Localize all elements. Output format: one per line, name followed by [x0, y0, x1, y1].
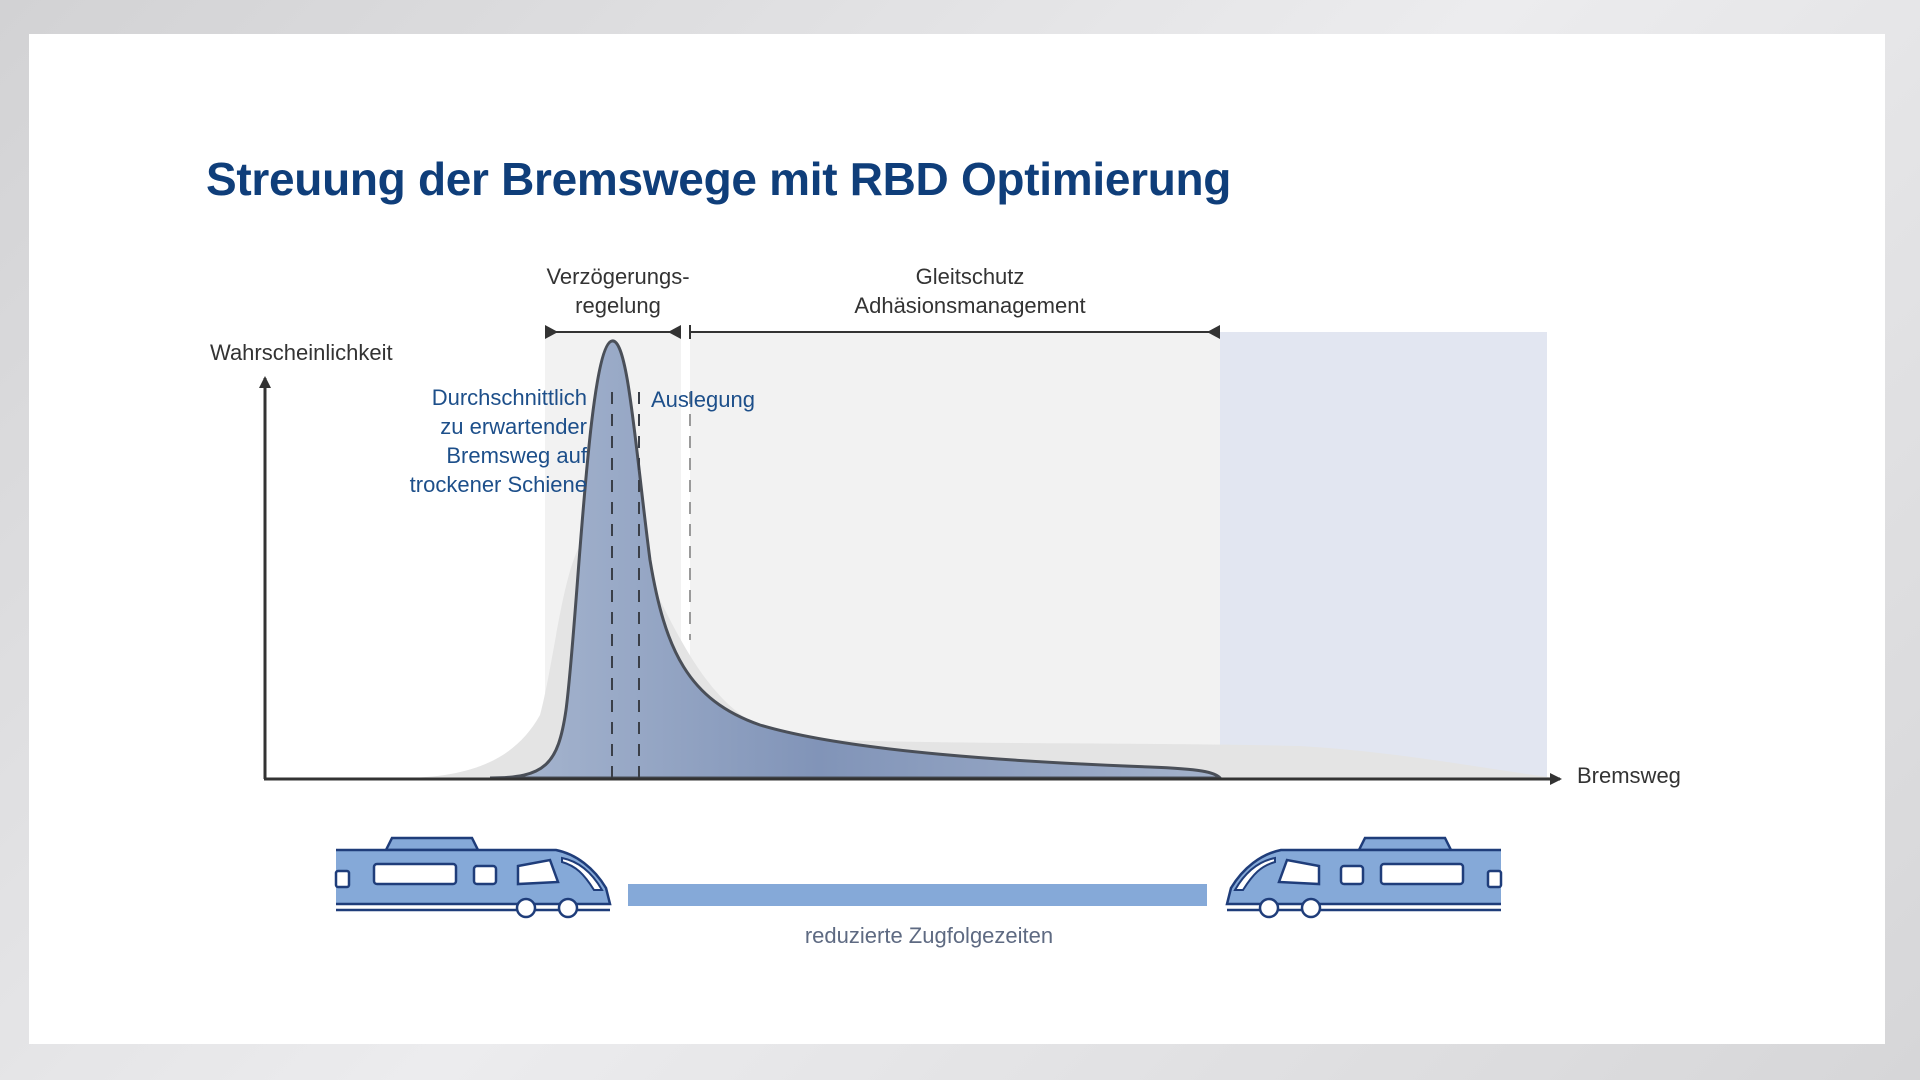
- bracket-arrow-right-2: [1207, 325, 1220, 339]
- zone-wheel-slide-protection: [690, 332, 1220, 779]
- zone-reduced-braking-distance: [1220, 332, 1547, 779]
- range1-label-line1: Verzögerungs-: [546, 264, 689, 289]
- x-axis-label: Bremsweg: [1577, 763, 1681, 788]
- optimized-distribution-curve: [489, 339, 1224, 780]
- train-icon: [1225, 836, 1503, 919]
- bracket-arrow-right: [668, 325, 681, 339]
- average-label-line4: trockener Schiene: [410, 472, 587, 497]
- range2-label-line1: Gleitschutz: [916, 264, 1025, 289]
- average-label-line1: Durchschnittlich: [432, 385, 587, 410]
- design-label: Auslegung: [651, 387, 755, 412]
- range1-label-line2: regelung: [575, 293, 661, 318]
- average-label-line2: zu erwartender: [440, 414, 587, 439]
- train-icon: [334, 836, 612, 919]
- headway-bar: [628, 884, 1207, 906]
- y-axis-label: Wahrscheinlichkeit: [210, 340, 393, 365]
- page-title: Streuung der Bremswege mit RBD Optimieru…: [206, 153, 1232, 205]
- average-label-line3: Bremsweg auf: [446, 443, 588, 468]
- headway-label: reduzierte Zugfolgezeiten: [805, 923, 1053, 948]
- range2-label-line2: Adhäsionsmanagement: [854, 293, 1085, 318]
- bracket-arrow-left: [545, 325, 558, 339]
